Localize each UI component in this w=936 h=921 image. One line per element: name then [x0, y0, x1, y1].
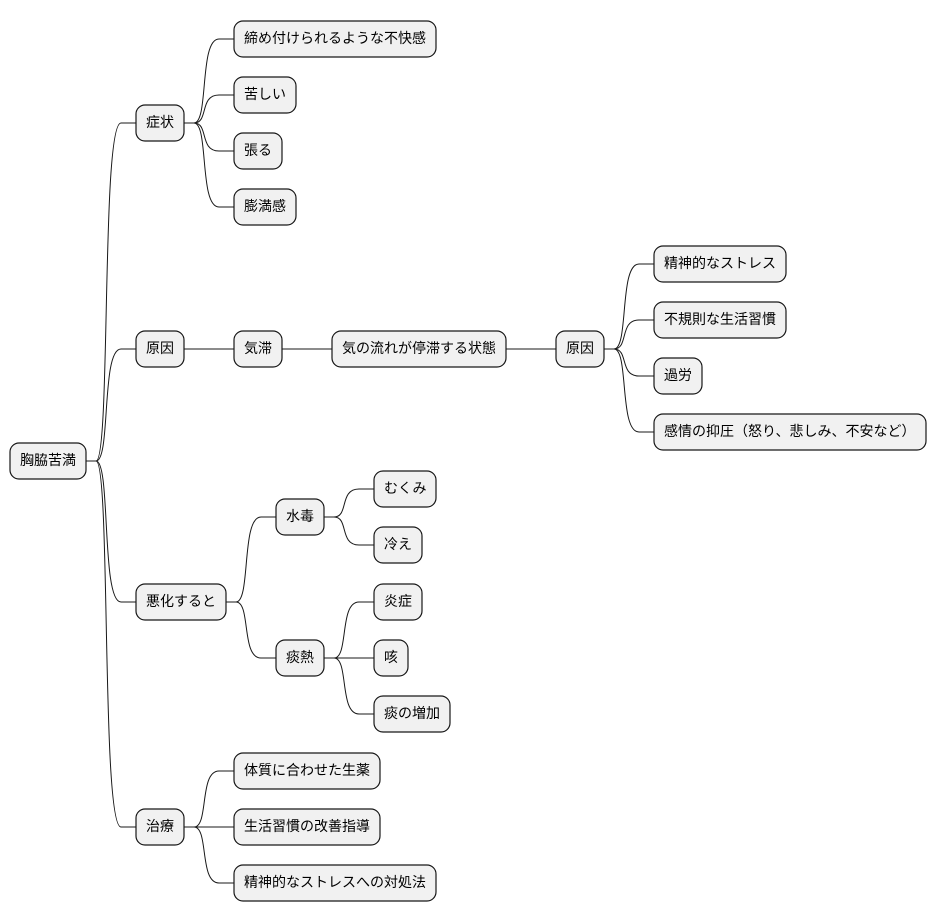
edge-node-root-to-node-worsening	[86, 460, 136, 603]
svg-text:体質に合わせた生薬: 体質に合わせた生薬	[244, 763, 370, 779]
node-water-toxin: 水毒	[275, 498, 325, 536]
svg-text:気の流れが停滞する状態: 気の流れが停滞する状態	[342, 340, 496, 357]
svg-text:原因: 原因	[566, 341, 594, 357]
edge-node-worsening-to-node-phlegm-heat	[226, 601, 276, 659]
svg-text:精神的なストレス: 精神的なストレス	[664, 256, 776, 272]
node-symptom-tightness: 締め付けられるような不快感	[233, 20, 437, 58]
node-worsening: 悪化すると	[135, 583, 227, 621]
node-phlegm-increase: 痰の増加	[373, 695, 451, 733]
node-treatment-lifestyle: 生活習慣の改善指導	[233, 808, 381, 846]
svg-text:生活習慣の改善指導: 生活習慣の改善指導	[244, 818, 370, 835]
node-swelling: むくみ	[373, 470, 437, 508]
node-treatment: 治療	[135, 808, 185, 846]
svg-text:締め付けられるような不快感: 締め付けられるような不快感	[244, 30, 426, 47]
edge-node-cause-sub-to-node-cause-emotional-suppression	[604, 348, 654, 433]
svg-text:胸脇苦満: 胸脇苦満	[20, 453, 76, 469]
edge-node-symptoms-to-node-symptom-bloating	[184, 122, 234, 208]
node-treatment-stress: 精神的なストレスへの対処法	[233, 864, 437, 902]
node-cause-emotional-suppression: 感情の抑圧（怒り、悲しみ、不安など）	[653, 413, 927, 451]
svg-text:炎症: 炎症	[384, 594, 412, 610]
edge-node-root-to-node-cause	[86, 348, 136, 462]
edge-node-symptoms-to-node-symptom-painful	[184, 94, 234, 124]
mindmap-edges	[86, 38, 654, 884]
edge-node-cause-sub-to-node-cause-overwork	[604, 348, 654, 377]
svg-text:水毒: 水毒	[286, 509, 314, 525]
node-cause-overwork: 過労	[653, 357, 703, 395]
svg-text:痰の増加: 痰の増加	[384, 706, 440, 722]
edge-node-water-toxin-to-node-cold	[324, 516, 374, 546]
node-root: 胸脇苦満	[9, 442, 87, 480]
node-symptom-tension: 張る	[233, 132, 283, 170]
svg-text:過労: 過労	[664, 368, 692, 384]
edge-node-phlegm-heat-to-node-inflammation	[324, 601, 374, 659]
svg-text:精神的なストレスへの対処法: 精神的なストレスへの対処法	[244, 875, 426, 891]
svg-text:痰熱: 痰熱	[286, 650, 314, 666]
edge-node-symptoms-to-node-symptom-tightness	[184, 38, 234, 124]
edge-node-water-toxin-to-node-swelling	[324, 488, 374, 518]
svg-text:症状: 症状	[146, 115, 174, 131]
svg-text:悪化すると: 悪化すると	[146, 594, 216, 610]
svg-text:むくみ: むくみ	[384, 481, 427, 497]
node-cold: 冷え	[373, 526, 423, 564]
node-phlegm-heat: 痰熱	[275, 639, 325, 677]
node-cough: 咳	[373, 639, 409, 677]
node-inflammation: 炎症	[373, 583, 423, 621]
edge-node-root-to-node-treatment	[86, 460, 136, 828]
mindmap-nodes: 胸脇苦満 症状 締め付けられるような不快感 苦しい 張る 膨満感 原因	[9, 20, 927, 902]
node-qi-stagnation: 気滞	[233, 330, 283, 368]
edge-node-phlegm-heat-to-node-phlegm-increase	[324, 657, 374, 715]
edge-node-treatment-to-node-treatment-stress	[184, 826, 234, 884]
node-symptom-painful: 苦しい	[233, 76, 297, 114]
svg-text:張る: 張る	[244, 143, 272, 159]
edge-node-cause-sub-to-node-cause-irregular-lifestyle	[604, 319, 654, 350]
edge-node-cause-sub-to-node-cause-mental-stress	[604, 263, 654, 350]
svg-text:苦しい: 苦しい	[244, 87, 286, 103]
node-cause-mental-stress: 精神的なストレス	[653, 245, 787, 283]
node-cause-irregular-lifestyle: 不規則な生活習慣	[653, 301, 787, 339]
node-cause: 原因	[135, 330, 185, 368]
svg-text:咳: 咳	[384, 650, 398, 666]
node-symptoms: 症状	[135, 104, 185, 142]
svg-text:気滞: 気滞	[244, 341, 272, 357]
svg-text:治療: 治療	[146, 818, 174, 835]
svg-text:感情の抑圧（怒り、悲しみ、不安など）: 感情の抑圧（怒り、悲しみ、不安など）	[664, 423, 915, 440]
node-cause-sub: 原因	[555, 330, 605, 368]
node-qi-stagnation-definition: 気の流れが停滞する状態	[331, 330, 507, 368]
svg-text:冷え: 冷え	[384, 537, 412, 553]
edge-node-symptoms-to-node-symptom-tension	[184, 122, 234, 152]
svg-text:不規則な生活習慣: 不規則な生活習慣	[664, 311, 776, 328]
svg-text:原因: 原因	[146, 341, 174, 357]
node-symptom-bloating: 膨満感	[233, 188, 297, 226]
svg-text:膨満感: 膨満感	[244, 198, 286, 215]
edge-node-treatment-to-node-treatment-herbal	[184, 770, 234, 828]
edge-node-worsening-to-node-water-toxin	[226, 516, 276, 603]
edge-node-root-to-node-symptoms	[86, 122, 136, 462]
node-treatment-herbal: 体質に合わせた生薬	[233, 752, 381, 790]
